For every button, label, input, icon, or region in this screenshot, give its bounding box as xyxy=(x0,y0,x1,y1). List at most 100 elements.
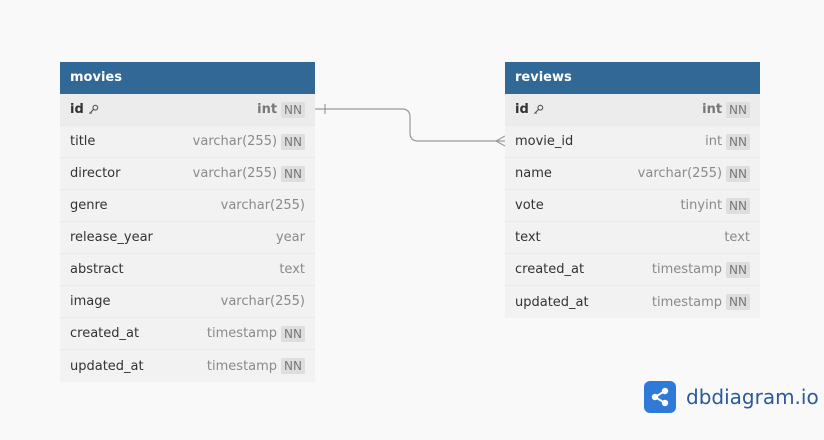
column-meta: year xyxy=(276,230,305,245)
column-name-text: director xyxy=(70,166,121,181)
not-null-badge: NN xyxy=(726,133,750,150)
table-row[interactable]: text text xyxy=(505,222,760,254)
column-type: timestamp xyxy=(206,326,278,341)
table-row[interactable]: director varchar(255)NN xyxy=(60,158,315,190)
column-type: varchar(255) xyxy=(220,198,305,213)
column-name: updated_at xyxy=(515,295,589,310)
column-name: id xyxy=(515,102,544,117)
brand-name: dbdiagram.io xyxy=(686,385,819,409)
column-type: timestamp xyxy=(651,294,723,310)
column-name: vote xyxy=(515,198,544,213)
column-type: text xyxy=(724,230,750,245)
column-name-text: vote xyxy=(515,198,544,213)
column-name: release_year xyxy=(70,230,153,245)
table-row[interactable]: release_year year xyxy=(60,222,315,254)
column-name: abstract xyxy=(70,262,124,277)
table-header[interactable]: movies xyxy=(60,62,315,94)
column-name-text: release_year xyxy=(70,230,153,245)
column-name: name xyxy=(515,166,552,181)
column-type: text xyxy=(279,262,305,277)
not-null-badge: NN xyxy=(726,294,750,310)
column-name: text xyxy=(515,230,541,245)
column-type: tinyint xyxy=(680,198,723,213)
column-meta: varchar(255) xyxy=(221,198,305,213)
column-name-text: updated_at xyxy=(515,294,589,310)
column-type: int xyxy=(702,102,723,117)
column-name: created_at xyxy=(515,262,584,277)
column-type: timestamp xyxy=(206,358,278,374)
column-name-text: abstract xyxy=(70,262,124,277)
column-type: varchar(255) xyxy=(220,294,305,309)
not-null-badge: NN xyxy=(281,133,305,150)
column-name-text: created_at xyxy=(70,326,140,341)
column-name: genre xyxy=(70,198,108,213)
column-name-text: id xyxy=(515,102,529,117)
column-type: timestamp xyxy=(651,262,723,277)
table-row[interactable]: name varchar(255)NN xyxy=(505,158,760,190)
key-icon xyxy=(533,104,544,115)
column-name: created_at xyxy=(70,326,139,341)
column-name-text: id xyxy=(70,102,84,117)
column-name-text: movie_id xyxy=(515,134,574,149)
not-null-badge: NN xyxy=(281,325,305,342)
column-meta: text xyxy=(279,262,305,277)
column-name-text: name xyxy=(515,166,552,181)
column-name-text: image xyxy=(70,294,111,309)
table-row[interactable]: image varchar(255) xyxy=(60,286,315,318)
column-meta: varchar(255)NN xyxy=(637,165,750,182)
key-icon xyxy=(88,104,99,115)
brand-logo[interactable]: dbdiagram.io xyxy=(644,381,819,413)
column-name: id xyxy=(70,102,99,117)
column-name: updated_at xyxy=(70,359,144,374)
many-marker-top xyxy=(495,135,506,142)
share-nodes-icon xyxy=(644,381,676,413)
column-name: image xyxy=(70,294,111,309)
column-meta: text xyxy=(724,230,750,245)
table-row[interactable]: abstract text xyxy=(60,254,315,286)
column-name: title xyxy=(70,134,95,149)
not-null-badge: NN xyxy=(726,197,750,214)
table-row[interactable]: genre varchar(255) xyxy=(60,190,315,222)
relation-movies-reviews[interactable] xyxy=(315,108,505,142)
column-name-text: text xyxy=(515,230,541,245)
not-null-badge: NN xyxy=(726,165,750,182)
not-null-badge: NN xyxy=(726,101,750,118)
column-type: varchar(255) xyxy=(637,166,723,181)
column-type: varchar(255) xyxy=(192,166,278,181)
column-type: int xyxy=(705,134,723,149)
column-type: varchar(255) xyxy=(192,134,278,149)
not-null-badge: NN xyxy=(281,101,305,118)
table-row[interactable]: title varchar(255)NN xyxy=(60,126,315,158)
column-name-text: title xyxy=(70,134,96,149)
column-name-text: updated_at xyxy=(70,358,144,374)
not-null-badge: NN xyxy=(281,358,305,374)
column-name: director xyxy=(70,166,120,181)
column-meta: varchar(255)NN xyxy=(192,133,305,150)
table-header[interactable]: reviews xyxy=(505,62,760,94)
many-marker-bottom xyxy=(495,140,506,147)
column-type: int xyxy=(257,102,278,117)
column-name: movie_id xyxy=(515,134,573,149)
column-name-text: genre xyxy=(70,198,108,213)
column-meta: varchar(255) xyxy=(221,294,305,309)
not-null-badge: NN xyxy=(281,165,305,182)
